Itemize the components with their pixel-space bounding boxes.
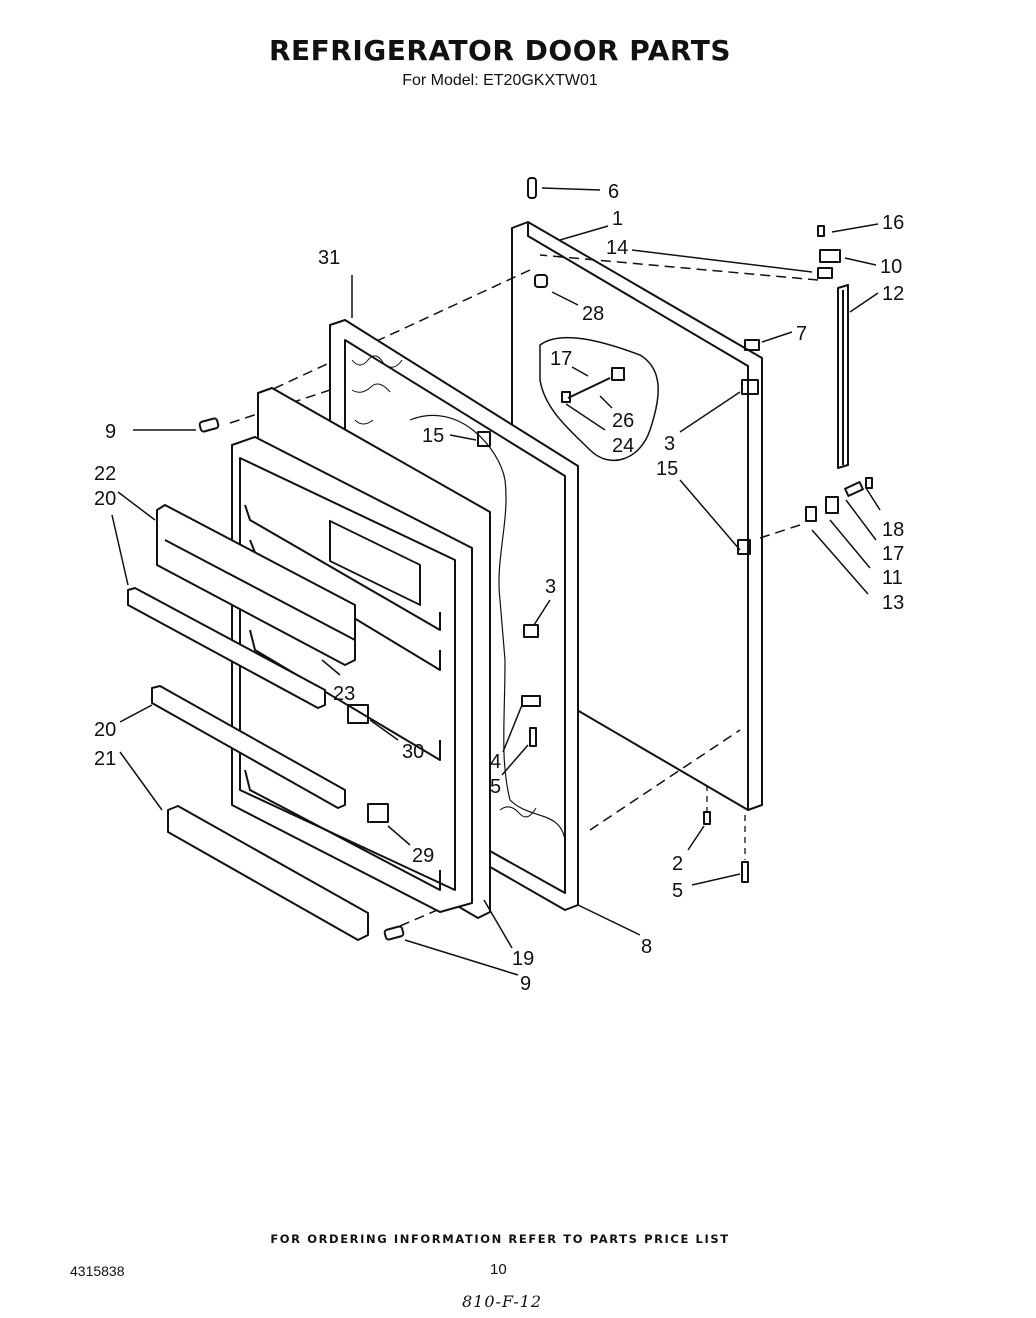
callout-1: 1 [612,208,623,230]
door-shelf-bars [127,504,369,941]
door-handle-strip [837,284,849,469]
callout-28: 28 [582,303,604,325]
callout-7: 7 [796,323,807,345]
callout-3-mid: 3 [545,576,556,598]
callout-30: 30 [402,741,424,763]
callout-16: 16 [882,212,904,234]
callout-14: 14 [606,237,628,259]
handwritten-note: 810-F-12 [462,1292,543,1311]
cutaway-inset [539,336,659,461]
hardware-parts [198,177,873,941]
callout-20-bottom: 20 [94,719,116,741]
callout-31: 31 [318,247,340,269]
part-callouts: 6 1 14 16 10 12 7 28 31 17 26 24 9 15 3 … [94,181,904,995]
callout-6: 6 [608,181,619,203]
callout-17: 17 [882,543,904,565]
callout-12: 12 [882,283,904,305]
callout-8: 8 [641,936,652,958]
callout-20-top: 20 [94,488,116,510]
callout-18: 18 [882,519,904,541]
callout-19: 19 [512,948,534,970]
page-title: REFRIGERATOR DOOR PARTS [268,34,731,67]
callout-4: 4 [490,751,501,773]
callout-11: 11 [882,567,903,589]
callout-24: 24 [612,435,634,457]
callout-5-mid: 5 [490,776,501,798]
callout-10: 10 [880,256,902,278]
callout-22: 22 [94,463,116,485]
callout-17-inset: 17 [550,348,572,370]
callout-15-hinge: 15 [656,458,678,480]
model-subtitle: For Model: ET20GKXTW01 [402,72,598,89]
callout-9-bottom: 9 [520,973,531,995]
ordering-note: FOR ORDERING INFORMATION REFER TO PARTS … [270,1232,730,1246]
document-number: 4315838 [70,1263,125,1279]
callout-5-bottom: 5 [672,880,683,902]
callout-23: 23 [333,683,355,705]
callout-9-top: 9 [105,421,116,443]
callout-21: 21 [94,748,116,770]
callout-2: 2 [672,853,683,875]
callout-3-top: 3 [664,433,675,455]
callout-13: 13 [882,592,904,614]
callout-29: 29 [412,845,434,867]
leader-lines [111,187,881,976]
page-number: 10 [490,1261,507,1278]
callout-26: 26 [612,410,634,432]
callout-15-door: 15 [422,425,444,447]
